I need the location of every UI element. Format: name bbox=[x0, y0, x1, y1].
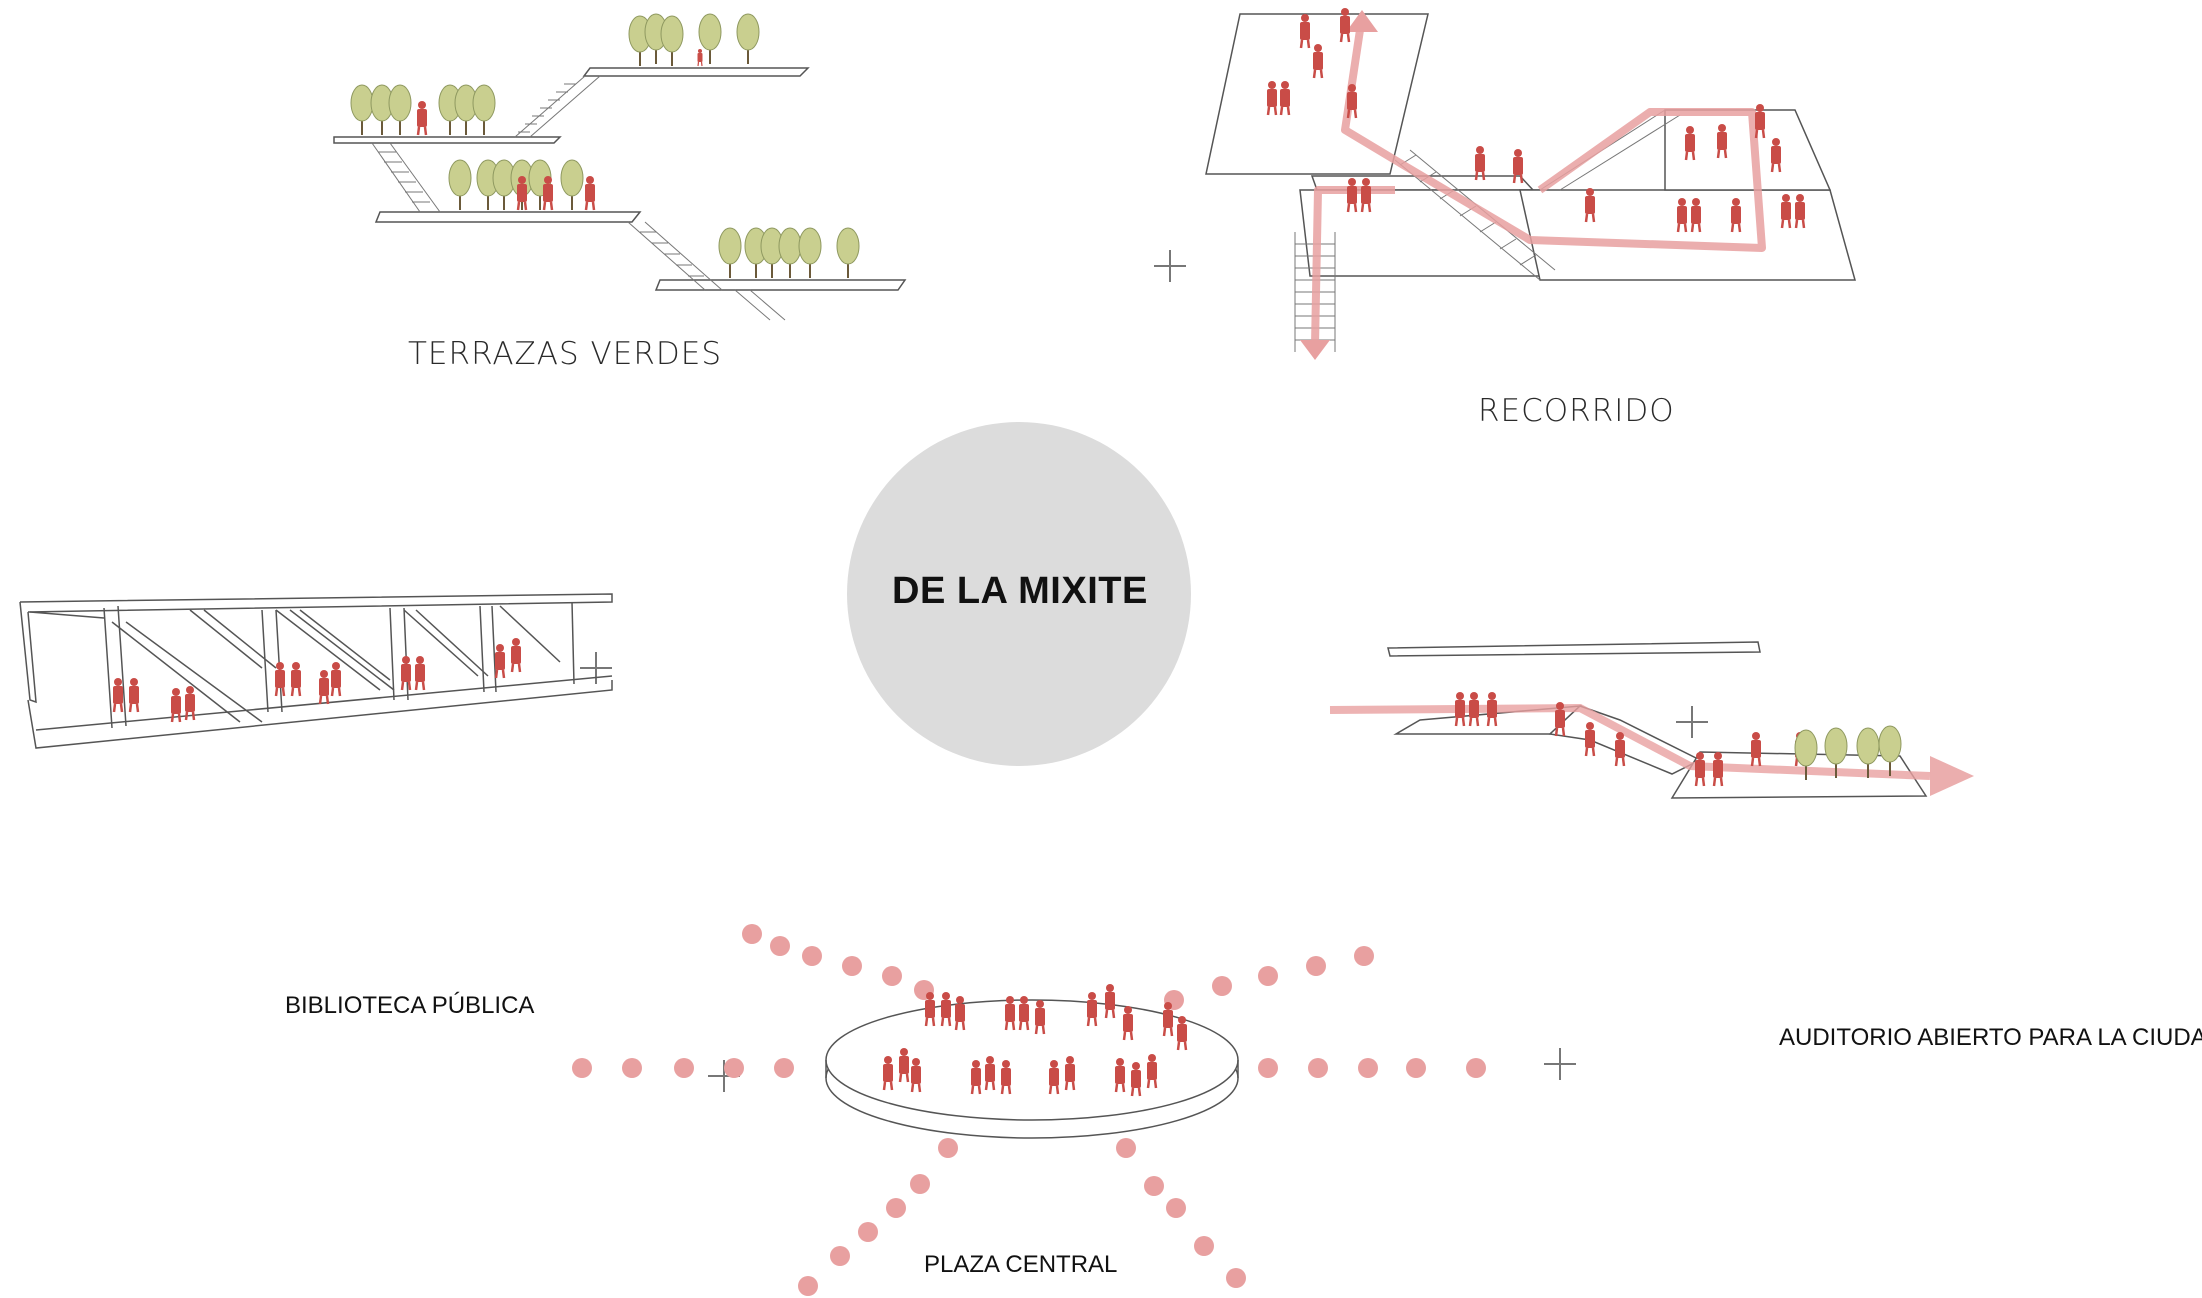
recorrido-diagram bbox=[1205, 6, 1856, 360]
center-title: DE LA MIXITE bbox=[892, 570, 1148, 612]
plus-icons bbox=[580, 250, 1708, 1092]
plaza-central-label: PLAZA CENTRAL bbox=[924, 1251, 1118, 1278]
plus-icon bbox=[580, 652, 612, 684]
biblioteca-label: BIBLIOTECA PÚBLICA bbox=[285, 992, 535, 1019]
auditorio-diagram bbox=[1329, 641, 1974, 799]
plus-icon bbox=[1154, 250, 1186, 282]
recorrido-label: RECORRIDO bbox=[1478, 393, 1675, 429]
terrazas-verdes-label: TERRAZAS VERDES bbox=[408, 336, 722, 372]
center-circle bbox=[847, 422, 1191, 766]
terrazas-verdes-diagram bbox=[333, 13, 907, 321]
biblioteca-diagram bbox=[19, 593, 613, 749]
plaza-dots bbox=[572, 924, 1486, 1296]
plaza-diagram bbox=[825, 982, 1239, 1139]
plus-icon bbox=[1544, 1048, 1576, 1080]
auditorio-label: AUDITORIO ABIERTO PARA LA CIUDAD bbox=[1779, 1024, 2202, 1051]
plus-icon bbox=[1676, 706, 1708, 738]
